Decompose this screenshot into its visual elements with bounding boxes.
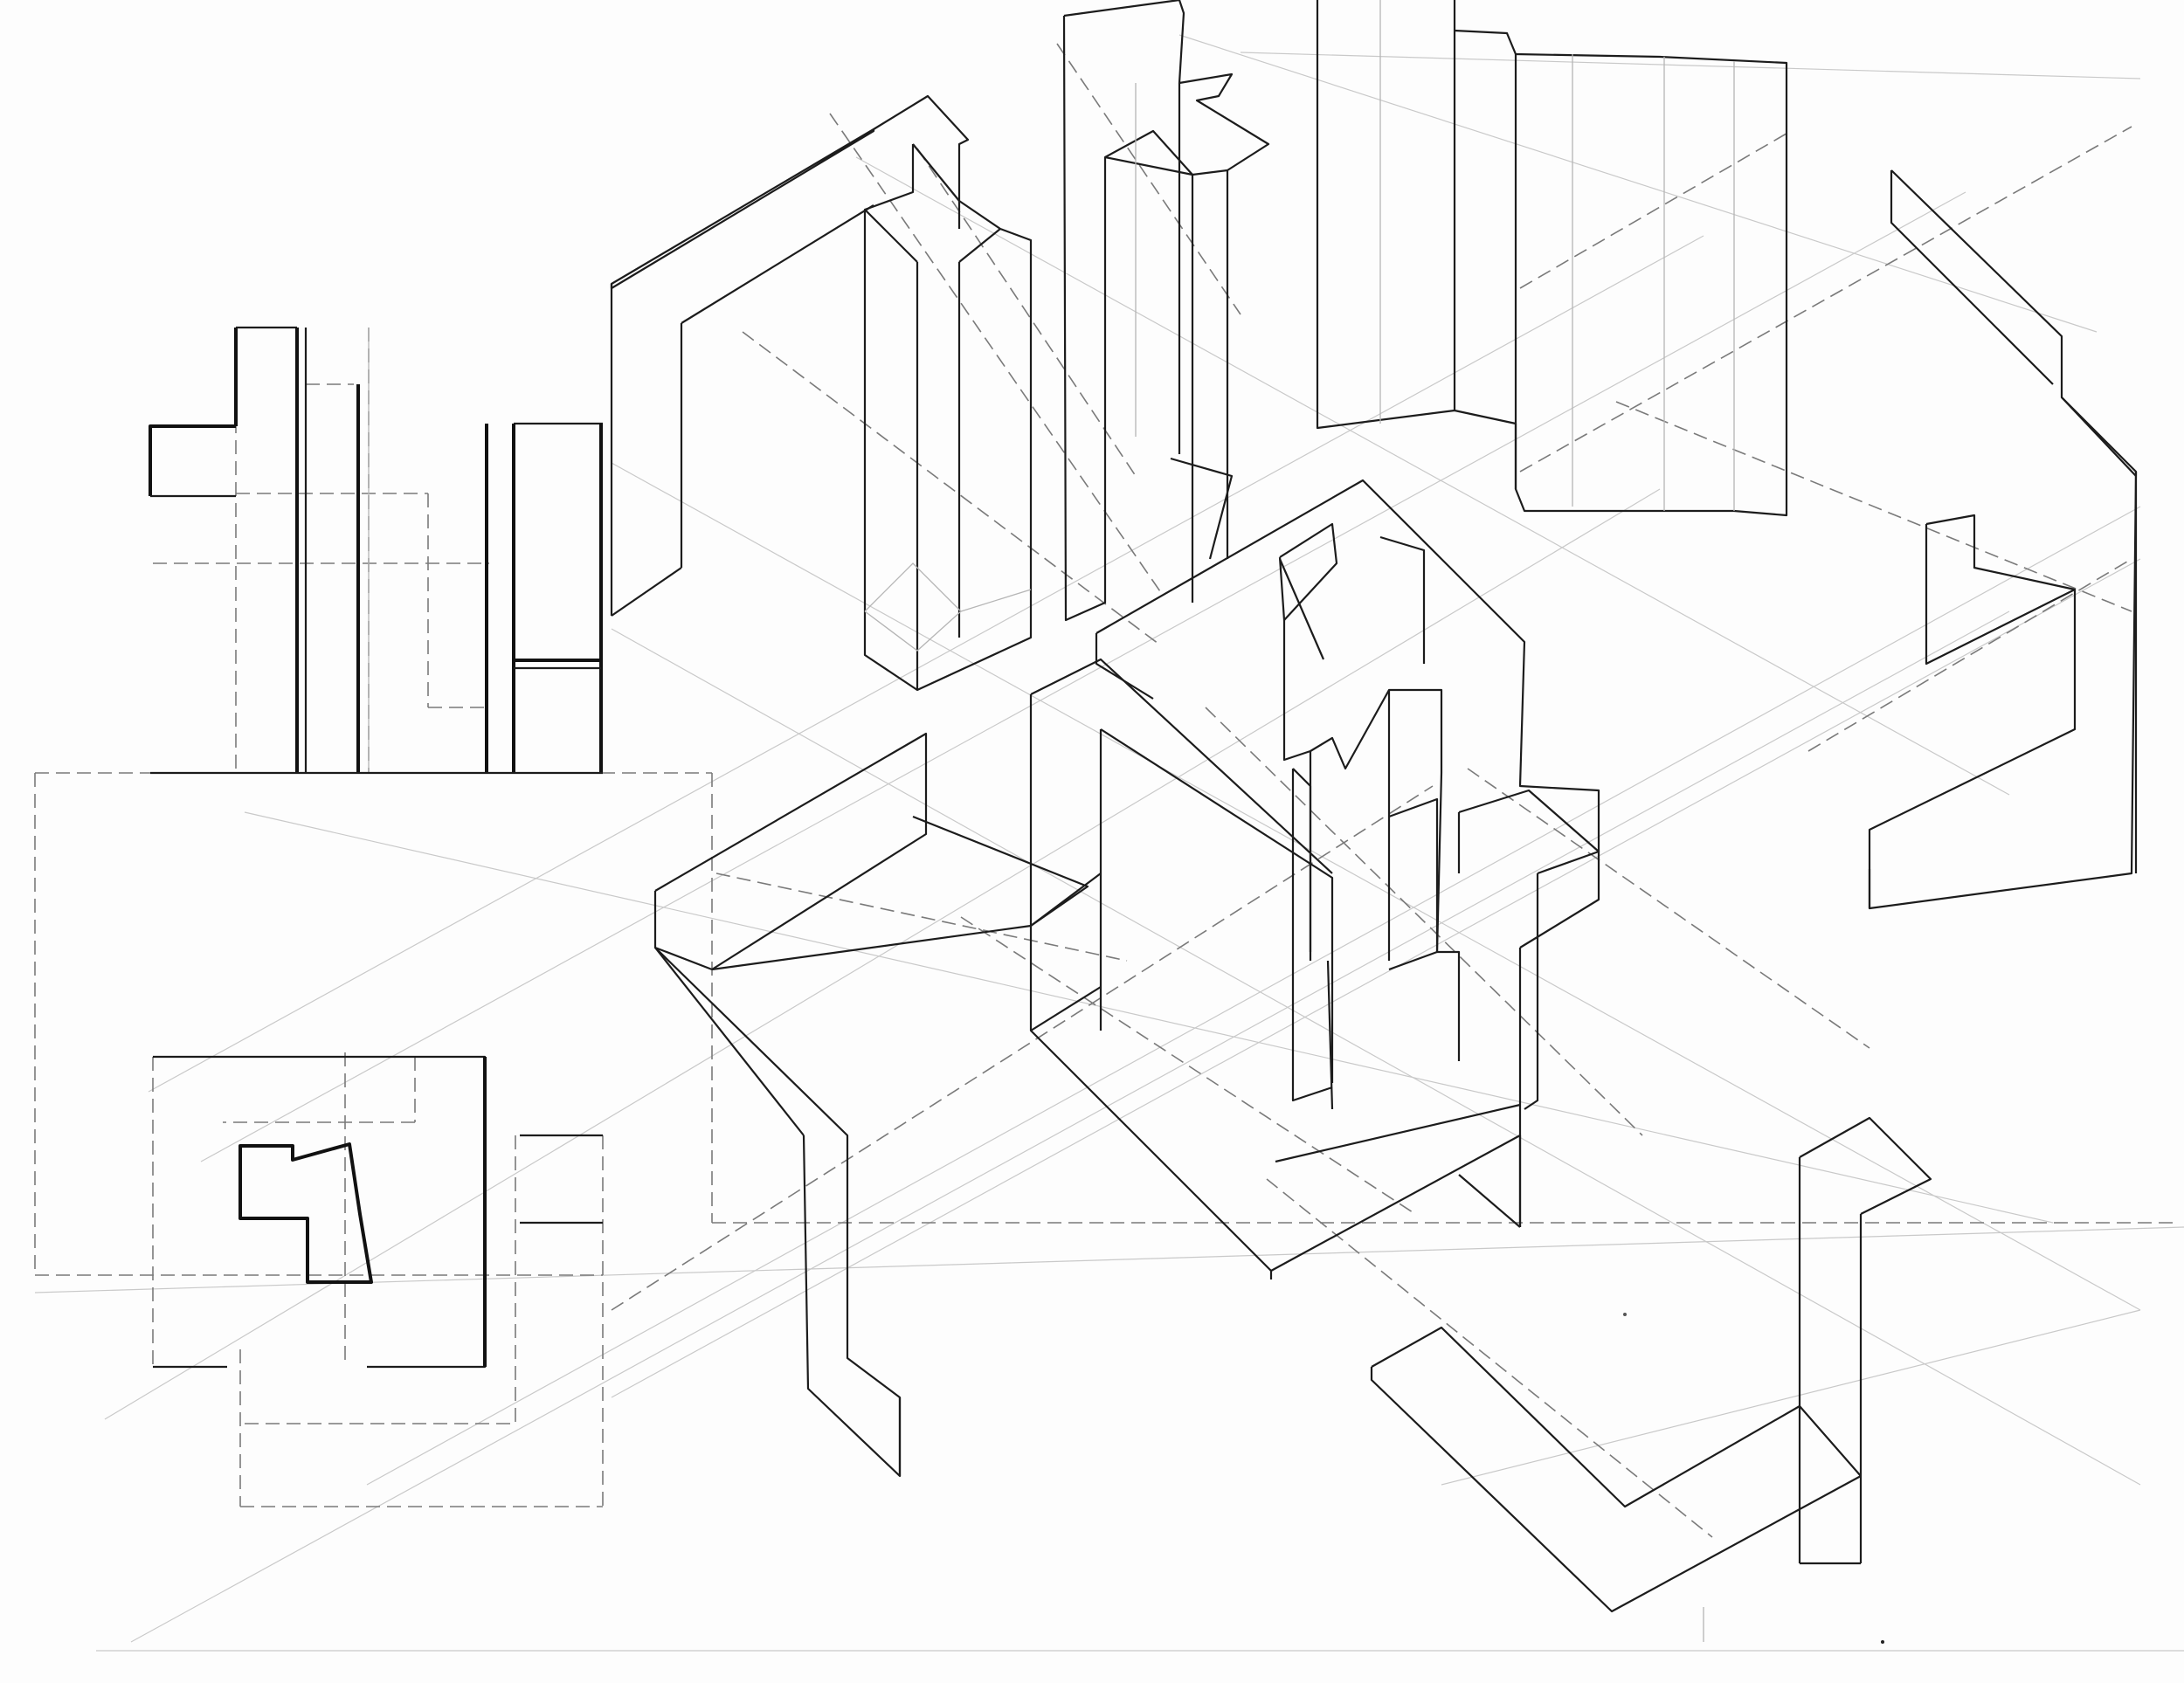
construction-lines: [34, 34, 2184, 1652]
hidden-lines: [34, 43, 2175, 1538]
plan-projection: [153, 1055, 603, 1369]
elevation-projection: [149, 326, 603, 775]
isometric-massing: [610, 0, 2138, 1613]
pencil-marks: [1623, 1313, 1884, 1644]
